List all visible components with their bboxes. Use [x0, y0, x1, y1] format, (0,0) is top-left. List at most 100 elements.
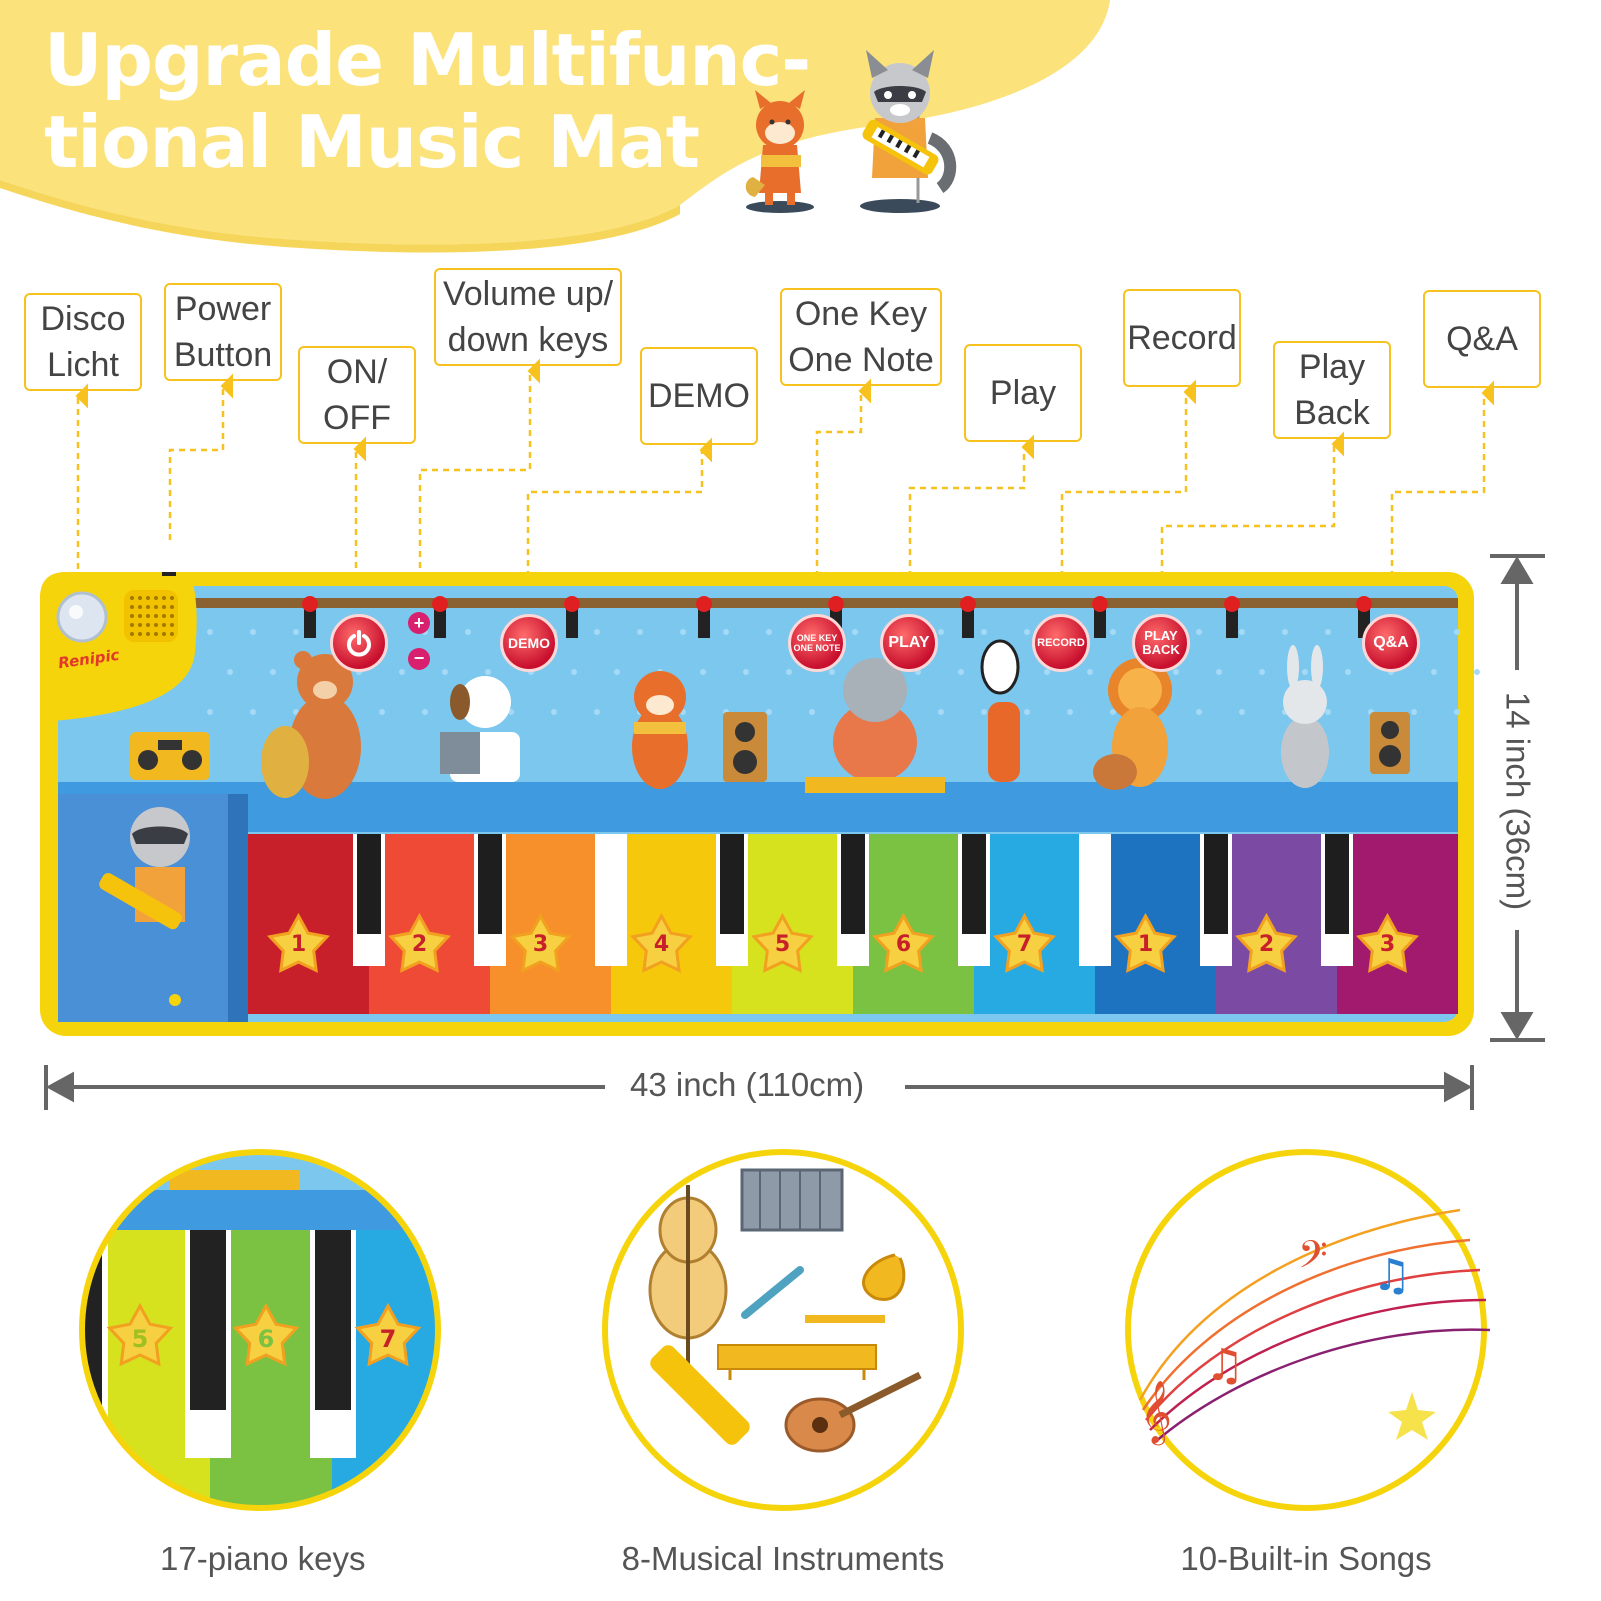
record-button[interactable]: RECORD: [1032, 614, 1090, 672]
bass-clef-icon: 𝄢: [1298, 1232, 1328, 1286]
piano-key-white-gap: [595, 834, 627, 966]
piano-key[interactable]: [853, 834, 974, 1014]
q-and-a-button[interactable]: Q&A: [1362, 614, 1420, 672]
fox-character: [632, 671, 688, 789]
piano-key[interactable]: [974, 834, 1095, 1014]
key-star-icon: [1356, 912, 1419, 973]
page-title-line-1: Upgrade Multifunc-: [44, 18, 811, 102]
piano-key-white-gap: [1079, 834, 1111, 966]
guitar-icon: [784, 1371, 922, 1453]
key-number-label: 3: [1379, 932, 1396, 957]
notes-icon: ♫: [1205, 1340, 1244, 1391]
instruments-caption: 8-Musical Instruments: [621, 1540, 945, 1577]
piano-key[interactable]: [1216, 834, 1337, 1014]
piano-black-key[interactable]: [357, 834, 381, 934]
key-star-icon: [1114, 912, 1177, 973]
key-number-label: 1: [290, 932, 307, 957]
volume-down-button[interactable]: −: [408, 648, 430, 670]
piano-key[interactable]: [732, 834, 853, 1014]
piano-black-key[interactable]: [720, 834, 744, 934]
piano-black-key[interactable]: [841, 834, 865, 934]
songs-caption: 10-Built-in Songs: [1180, 1540, 1432, 1577]
page-title-line-2: tional Music Mat: [44, 100, 700, 184]
width-dimension-label: 43 inch (110cm): [630, 1066, 865, 1103]
key-number-label: 6: [895, 932, 912, 957]
bear-character: [261, 651, 361, 799]
music-staff-lines: [1138, 1208, 1491, 1443]
piano-black-key[interactable]: [478, 834, 502, 934]
piano-key[interactable]: [1095, 834, 1216, 1014]
elephant-character: [805, 658, 945, 793]
on-off-button[interactable]: [330, 614, 388, 672]
key-number-label: 7: [1016, 932, 1033, 957]
piano-black-key[interactable]: [962, 834, 986, 934]
key-number-label: 4: [653, 932, 670, 957]
piano-key[interactable]: [248, 834, 369, 1014]
rabbit-character: [1281, 645, 1329, 788]
eighth-notes-icon: ♫: [1372, 1250, 1411, 1301]
disco-light: [56, 591, 108, 643]
feature-circles: 𝄢 ♫ ♫ 𝄞: [79, 1149, 1491, 1511]
clarinet-icon: [741, 1266, 804, 1319]
callout-record: Record: [1123, 289, 1241, 387]
title-banner: Upgrade Multifunc- tional Music Mat: [0, 0, 1601, 260]
key-star-icon: [509, 912, 572, 973]
double-bass-icon: [648, 1185, 728, 1365]
key-number-label: 1: [1137, 932, 1154, 957]
zebra-character: [980, 639, 1020, 782]
callout-play: Play: [964, 344, 1082, 442]
instruments-illustration: [648, 1168, 922, 1453]
xylophone-icon: [717, 1344, 877, 1380]
power-button: [162, 572, 176, 576]
boombox: [130, 732, 210, 780]
piano-key[interactable]: [1337, 834, 1458, 1014]
key-star-icon: [1235, 912, 1298, 973]
key-number-label: 2: [1258, 932, 1275, 957]
speaker-right: [1370, 712, 1410, 774]
piano-black-key[interactable]: [1325, 834, 1349, 934]
piano-key[interactable]: [369, 834, 490, 1014]
key-number-label: 5: [774, 932, 791, 957]
lion-character: [1093, 658, 1172, 790]
callout-on-off: ON/OFF: [298, 346, 416, 444]
play-button[interactable]: PLAY: [880, 614, 938, 672]
dog-character: [440, 676, 520, 782]
volume-up-button[interactable]: +: [408, 612, 430, 634]
piano-keys-zoom: [82, 1152, 438, 1508]
treble-clef-icon: 𝄞: [1140, 1380, 1172, 1446]
key-star-icon: [872, 912, 935, 973]
callout-demo: DEMO: [640, 347, 758, 445]
flute-icon: [805, 1315, 885, 1323]
key-number-label: 2: [411, 932, 428, 957]
callout-volume-keys: Volume up/down keys: [434, 268, 622, 366]
key-number-label: 3: [532, 932, 549, 957]
piano-key[interactable]: [611, 834, 732, 1014]
accordion-icon: [740, 1168, 844, 1232]
power-icon: [347, 630, 371, 657]
piano-black-key[interactable]: [1204, 834, 1228, 934]
key-star-icon: [267, 912, 330, 973]
height-dimension-label: 14 inch (36cm): [1499, 691, 1537, 911]
key-star-icon: [388, 912, 451, 973]
star-icon: [1388, 1392, 1436, 1440]
speaker-left: [723, 712, 767, 782]
demo-button[interactable]: DEMO: [500, 614, 558, 672]
saxophone-icon: [862, 1253, 906, 1301]
songs-circle: [1125, 1149, 1487, 1511]
key-star-icon: [630, 912, 693, 973]
banner-shape: [0, 0, 1110, 253]
piano-keys-caption: 17-piano keys: [160, 1540, 366, 1577]
music-mat-graphic: [40, 572, 1480, 1036]
key-star-icon: [993, 912, 1056, 973]
piano-key[interactable]: [490, 834, 611, 1014]
raccoon-keytar-illustration: [860, 50, 957, 213]
raccoon-corner-character: [99, 807, 190, 930]
callout-q-and-a: Q&A: [1423, 290, 1541, 388]
